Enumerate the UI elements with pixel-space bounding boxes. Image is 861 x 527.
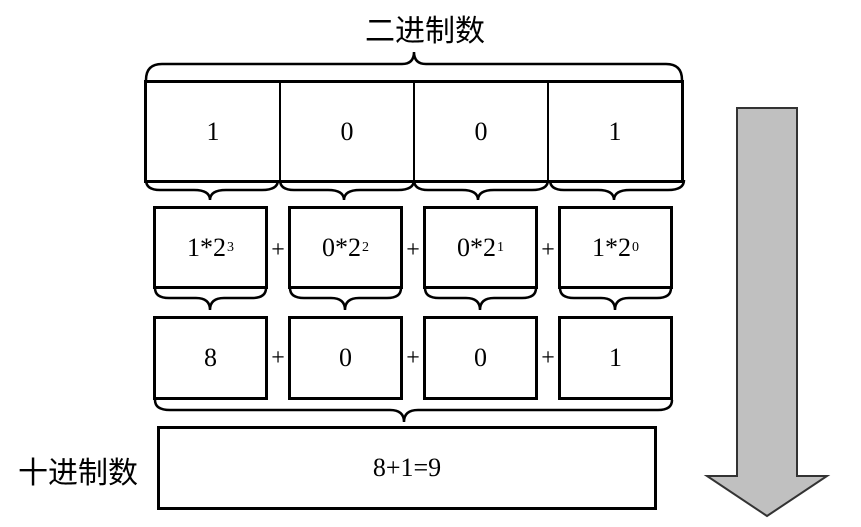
term-exp: 0 xyxy=(632,239,639,255)
brace-term-to-value xyxy=(153,287,268,311)
term-base: 2 xyxy=(483,232,496,262)
binary-digit: 0 xyxy=(415,83,549,180)
brace-binary xyxy=(144,51,684,81)
plus-sign: + xyxy=(271,344,285,371)
plus-sign: + xyxy=(271,236,285,263)
brace-binary-to-term xyxy=(412,179,550,201)
value-box: 8 xyxy=(153,316,268,400)
brace-value-to-result xyxy=(153,399,674,423)
binary-digit: 1 xyxy=(608,116,622,146)
value-box: 0 xyxy=(423,316,538,400)
brace-term-to-value xyxy=(288,287,403,311)
binary-digit: 1 xyxy=(147,83,281,180)
binary-label: 二进制数 xyxy=(365,14,485,49)
value-box: 0 xyxy=(288,316,403,400)
term-coef: 1 xyxy=(187,232,200,262)
term-op: * xyxy=(200,232,213,262)
brace-binary-to-term xyxy=(144,179,280,201)
term-base: 2 xyxy=(213,232,226,262)
brace-binary-to-term xyxy=(548,179,686,201)
plus-sign: + xyxy=(541,236,555,263)
value-box: 1 xyxy=(558,316,673,400)
term-op: * xyxy=(605,232,618,262)
brace-term-to-value xyxy=(558,287,673,311)
plus-sign: + xyxy=(541,344,555,371)
down-arrow xyxy=(703,107,831,518)
binary-digit-row: 1 0 0 1 xyxy=(144,80,684,183)
plus-sign: + xyxy=(406,236,420,263)
term-coef: 0 xyxy=(322,232,335,262)
binary-digit: 0 xyxy=(281,83,415,180)
result-box: 8+1=9 xyxy=(157,426,657,510)
plus-sign: + xyxy=(406,344,420,371)
term-exp: 3 xyxy=(227,239,234,255)
term-base: 2 xyxy=(618,232,631,262)
term-exp: 1 xyxy=(497,239,504,255)
term-coef: 1 xyxy=(592,232,605,262)
decimal-label: 十进制数 xyxy=(18,456,138,491)
term-coef: 0 xyxy=(457,232,470,262)
term-exp: 2 xyxy=(362,239,369,255)
term-op: * xyxy=(335,232,348,262)
brace-binary-to-term xyxy=(278,179,416,201)
term-base: 2 xyxy=(348,232,361,262)
term-op: * xyxy=(470,232,483,262)
brace-term-to-value xyxy=(423,287,538,311)
